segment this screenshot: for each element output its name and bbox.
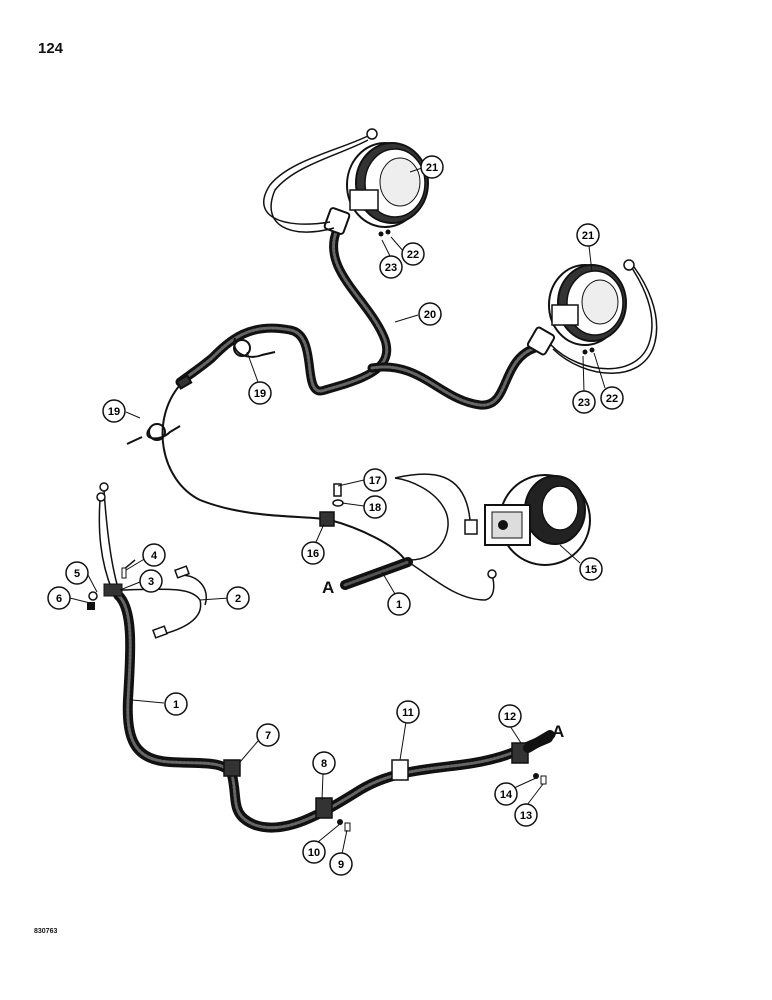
callout-leaders [69,167,606,855]
callout-15: 15 [579,557,603,581]
harness-20 [161,225,540,561]
callout-7: 7 [256,723,280,747]
svg-text:5: 5 [74,568,80,580]
svg-text:17: 17 [369,475,381,487]
callout-11: 11 [396,700,420,724]
callout-10: 10 [302,840,326,864]
horn-upper [346,142,429,228]
svg-text:19: 19 [108,406,120,418]
callout-23-lower: 23 [572,390,596,414]
callout-4: 4 [142,543,166,567]
svg-text:22: 22 [606,393,618,405]
callout-1-lower: 1 [164,692,188,716]
horn-connector-upper [323,207,556,356]
callout-6: 6 [47,586,71,610]
svg-text:1: 1 [396,599,402,611]
svg-text:20: 20 [424,309,436,321]
svg-text:22: 22 [407,249,419,261]
harness-end-a [523,730,555,753]
svg-text:3: 3 [148,576,154,588]
callout-16: 16 [301,541,325,565]
svg-text:23: 23 [385,262,397,274]
callout-22-upper: 22 [401,242,425,266]
svg-text:13: 13 [520,810,532,822]
callout-3: 3 [139,569,163,593]
callout-13: 13 [514,803,538,827]
svg-text:16: 16 [307,548,319,560]
callout-14: 14 [494,782,518,806]
callout-18: 18 [363,495,387,519]
callout-1-upper: 1 [387,592,411,616]
svg-text:9: 9 [338,859,344,871]
callout-5: 5 [65,561,89,585]
callout-19-right: 19 [248,381,272,405]
svg-text:14: 14 [500,789,513,801]
svg-text:19: 19 [254,388,266,400]
clip-16 [319,483,344,527]
svg-text:18: 18 [369,502,381,514]
svg-text:2: 2 [235,593,241,605]
svg-text:8: 8 [321,758,327,770]
svg-text:21: 21 [582,230,594,242]
harness-1-lower [113,590,553,833]
callout-8: 8 [312,751,336,775]
callout-9: 9 [329,852,353,876]
svg-text:21: 21 [426,162,438,174]
callout-19-left: 19 [102,399,126,423]
callout-22-lower: 22 [600,386,624,410]
svg-text:23: 23 [578,397,590,409]
svg-text:6: 6 [56,593,62,605]
svg-text:1: 1 [173,699,179,711]
callout-12: 12 [498,704,522,728]
callouts: 21 22 23 21 23 22 20 19 19 17 18 16 15 1… [47,155,624,876]
horn-ground-wires [263,128,658,374]
callout-21-upper: 21 [420,155,444,179]
page-number: 124 [38,40,64,57]
svg-text:11: 11 [402,707,414,719]
callout-17: 17 [363,468,387,492]
callout-2: 2 [226,586,250,610]
callout-20: 20 [418,302,442,326]
connector-letter-left: A [322,578,335,597]
svg-text:7: 7 [265,730,271,742]
svg-text:12: 12 [504,711,516,723]
svg-text:10: 10 [308,847,320,859]
connector-letter-right: A [552,722,565,741]
horn-lower [548,264,627,346]
fasteners-3-6 [87,567,127,610]
clip-19 [126,337,276,445]
harness-1-upper [340,557,413,590]
alternator [464,474,591,566]
callout-21-lower: 21 [576,223,600,247]
drawing-code: 830763 [34,928,58,935]
terminal-wires [96,482,207,639]
alternator-wires [394,473,497,601]
horn-hardware [378,229,595,355]
svg-text:4: 4 [151,550,158,562]
callout-23-upper: 23 [379,255,403,279]
svg-text:15: 15 [585,564,597,576]
